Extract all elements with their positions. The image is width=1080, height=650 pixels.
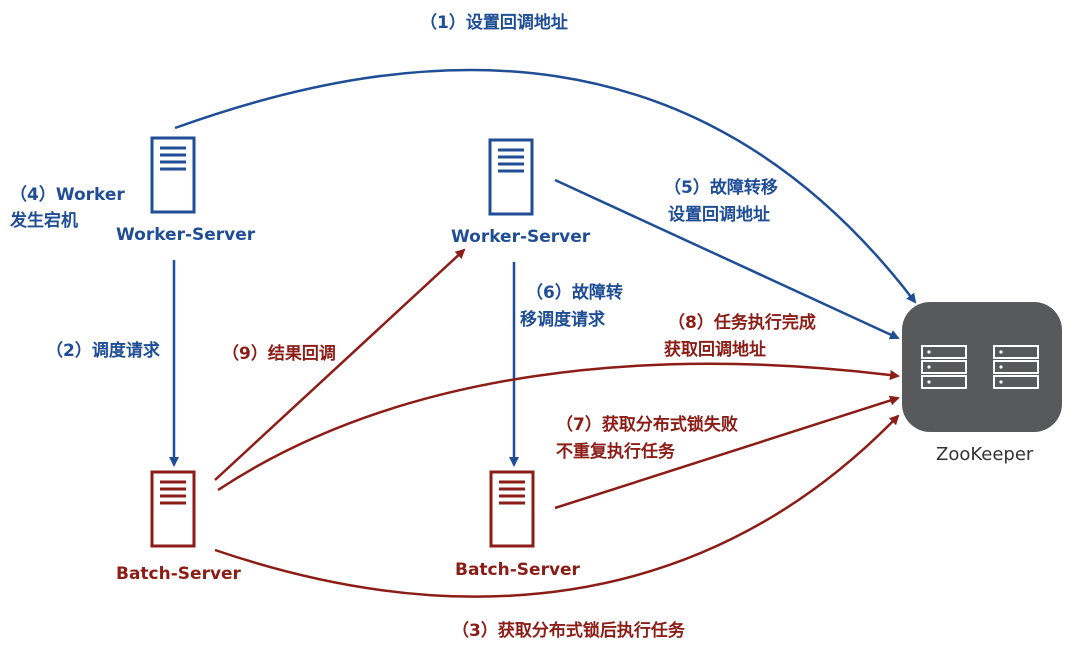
batch-server-1-server-icon [150, 470, 196, 548]
step-4-label-line2: 发生宕机 [10, 211, 78, 231]
step-3-label: （3）获取分布式锁后执行任务 [452, 621, 685, 641]
step-5-label-line2: 设置回调地址 [668, 205, 770, 225]
step-8-label-line1: （8）任务执行完成 [668, 313, 816, 333]
batch-server-2-server-icon [489, 470, 535, 548]
arrow-9-result-callback [214, 248, 466, 481]
worker-server-2-label: Worker-Server [451, 227, 591, 247]
step-9-label: （9）结果回调 [222, 344, 336, 364]
arrow-1-set-callback [174, 68, 917, 304]
step-7-label-line2: 不重复执行任务 [556, 442, 675, 462]
arrow-5-failover-set-callback [554, 178, 900, 340]
step-2-label: （2）调度请求 [46, 341, 160, 361]
step-4-label-line1: （4）Worker [10, 185, 125, 205]
step-6-label-line2: 移调度请求 [520, 310, 605, 330]
worker-server-1-server-icon [150, 136, 196, 214]
worker-server-2-server-icon [488, 138, 534, 216]
step-5-label-line1: （5）故障转移 [664, 178, 778, 198]
zookeeper-label: ZooKeeper [936, 444, 1034, 465]
step-1-label: （1）设置回调地址 [420, 13, 568, 33]
arrow-7-lock-failed [554, 395, 900, 510]
batch-server-1-label: Batch-Server [116, 564, 241, 584]
worker-server-1-label: Worker-Server [116, 225, 256, 245]
arrow-3-lock-execute [214, 414, 900, 598]
batch-server-2-label: Batch-Server [455, 560, 580, 580]
zookeeper-database-rack-icon [902, 302, 1062, 432]
step-7-label-line1: （7）获取分布式锁失败 [556, 415, 738, 435]
step-6-label-line1: （6）故障转 [526, 283, 623, 303]
step-8-label-line2: 获取回调地址 [664, 340, 766, 360]
arrow-8-get-callback [217, 362, 900, 492]
